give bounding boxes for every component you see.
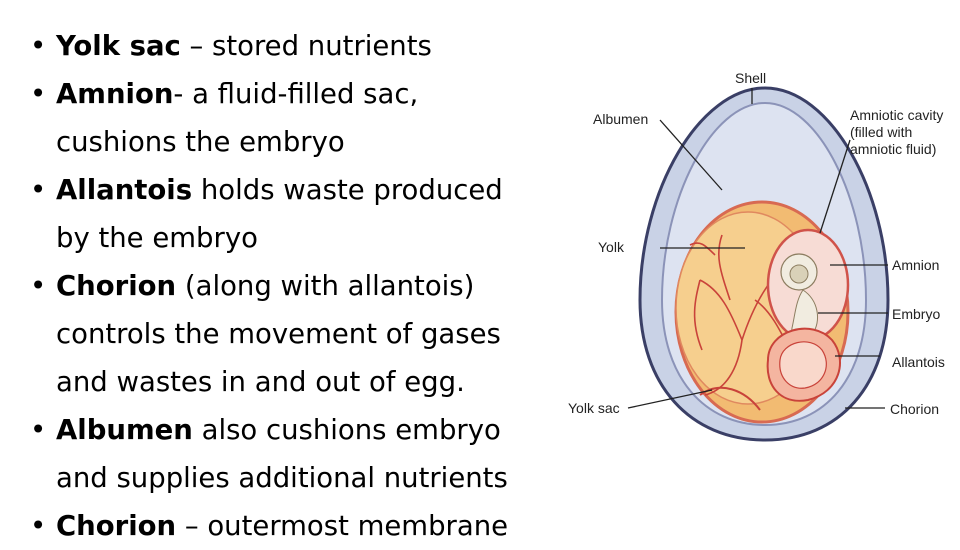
bullet-term: Yolk sac (56, 30, 181, 62)
bullet-text: - a fluid-filled sac, (173, 78, 419, 110)
bullet-continuation: cushions the embryo (56, 126, 345, 158)
label-yolk-sac: Yolk sac (568, 400, 620, 416)
bullet-albumen: • Albumen also cushions embryo (30, 406, 590, 454)
label-allantois: Allantois (892, 354, 945, 370)
bullet-chorion-outer: • Chorion – outermost membrane (30, 502, 590, 550)
bullet-dot: • (30, 78, 47, 110)
bullet-text: – outermost membrane (176, 510, 509, 542)
bullet-text: – stored nutrients (180, 30, 432, 62)
bullet-text: (along with allantois) (176, 270, 475, 302)
bullet-continuation: and wastes in and out of egg. (56, 366, 465, 398)
leader-lines (627, 88, 888, 409)
bullet-dot: • (30, 174, 47, 206)
label-albumen: Albumen (593, 111, 648, 127)
label-amniotic-cavity-line: (filled with (850, 124, 912, 140)
bullet-continuation: by the embryo (56, 222, 258, 254)
bullet-continuation: and supplies additional nutrients (56, 462, 508, 494)
bullet-yolk-sac: • Yolk sac – stored nutrients (30, 22, 590, 70)
bullet-term: Chorion (56, 510, 177, 542)
embryo-shape (780, 253, 818, 341)
label-amniotic-cavity: Amniotic cavity (filled with amniotic fl… (850, 107, 947, 157)
label-amniotic-cavity-line: amniotic fluid) (850, 141, 936, 157)
egg-diagram: Shell Albumen Amniotic cavity (filled wi… (568, 70, 947, 442)
bullet-list: • Yolk sac – stored nutrients • Amnion- a … (30, 22, 590, 550)
bullet-amnion: • Amnion- a fluid-filled sac, (30, 70, 590, 118)
bullet-term: Amnion (56, 78, 174, 110)
bullet-text: holds waste produced (192, 174, 503, 206)
label-yolk: Yolk (598, 239, 625, 255)
bullet-term: Albumen (56, 414, 193, 446)
bullet-term: Chorion (56, 270, 177, 302)
bullet-dot: • (30, 414, 47, 446)
bullet-dot: • (30, 270, 47, 302)
allantois-inner (779, 341, 827, 389)
label-amniotic-cavity-line: Amniotic cavity (850, 107, 943, 123)
bullet-dot: • (30, 510, 47, 542)
bullet-chorion: • Chorion (along with allantois) (30, 262, 590, 310)
label-chorion: Chorion (890, 401, 939, 417)
bullet-term: Allantois (56, 174, 193, 206)
label-amnion: Amnion (892, 257, 939, 273)
label-shell: Shell (735, 70, 766, 86)
bullet-text: also cushions embryo (192, 414, 501, 446)
bullet-continuation: controls the movement of gases (56, 318, 501, 350)
bullet-dot: • (30, 30, 47, 62)
bullet-allantois: • Allantois holds waste produced (30, 166, 590, 214)
label-embryo: Embryo (892, 306, 940, 322)
